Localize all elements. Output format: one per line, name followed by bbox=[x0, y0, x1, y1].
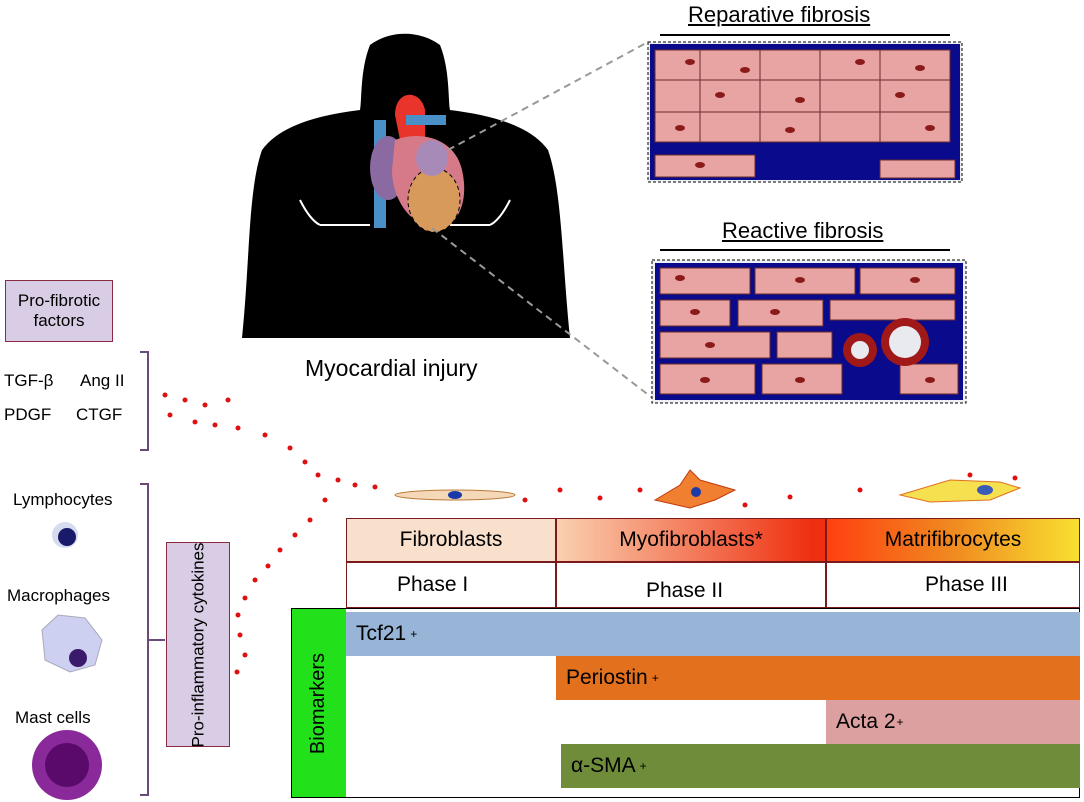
factors-bracket bbox=[140, 351, 149, 451]
header-myofibroblasts: Myofibroblasts* bbox=[556, 518, 826, 562]
cells-bracket bbox=[140, 483, 149, 796]
marker-acta2-name: Acta 2 bbox=[836, 710, 896, 733]
biomarkers-label: Biomarkers bbox=[307, 652, 330, 754]
reparative-fibrosis-title: Reparative fibrosis bbox=[688, 2, 871, 27]
marker-periostin: Periostin+ bbox=[556, 656, 1080, 700]
marker-asma-name: α-SMA bbox=[571, 754, 636, 777]
pro-inflammatory-cytokines-box: Pro-inflammatory cytokines bbox=[166, 542, 230, 747]
macrophage-icon bbox=[41, 614, 103, 673]
phase-iii: Phase III bbox=[826, 562, 1080, 608]
header-fibroblasts: Fibroblasts bbox=[346, 518, 556, 562]
myocardial-injury-label: Myocardial injury bbox=[305, 355, 478, 381]
matrifibrocyte-cell-icon bbox=[898, 479, 1022, 503]
marker-periostin-name: Periostin bbox=[566, 666, 648, 689]
macrophages-label: Macrophages bbox=[7, 586, 111, 605]
biomarkers-label-box: Biomarkers bbox=[292, 609, 346, 797]
factor-tgf-beta: TGF-β bbox=[4, 371, 54, 390]
phase-i: Phase I bbox=[346, 562, 556, 608]
reactive-fibrosis-title: Reactive fibrosis bbox=[722, 218, 884, 243]
pro-inflammatory-cytokines-label: Pro-inflammatory cytokines bbox=[188, 541, 207, 747]
marker-tcf21: Tcf21+ bbox=[346, 612, 1080, 656]
reactive-fibrosis-panel bbox=[651, 259, 967, 404]
factor-ctgf: CTGF bbox=[76, 405, 123, 424]
reparative-fibrosis-panel bbox=[647, 41, 963, 183]
phase-ii: Phase II bbox=[556, 562, 826, 608]
mast-cells-label: Mast cells bbox=[15, 708, 91, 727]
pro-fibrotic-factors-box: Pro-fibrotic factors bbox=[5, 280, 113, 342]
factor-ang-ii: Ang II bbox=[80, 371, 125, 390]
marker-asma: α-SMA+ bbox=[561, 744, 1080, 788]
heart-icon bbox=[370, 94, 465, 233]
cytokine-dots bbox=[162, 392, 1018, 675]
header-matrifibrocytes: Matrifibrocytes bbox=[826, 518, 1080, 562]
marker-acta2: Acta 2+ bbox=[826, 700, 1080, 744]
lymphocytes-label: Lymphocytes bbox=[13, 490, 113, 509]
marker-tcf21-name: Tcf21 bbox=[356, 622, 407, 645]
factor-pdgf: PDGF bbox=[4, 405, 52, 424]
